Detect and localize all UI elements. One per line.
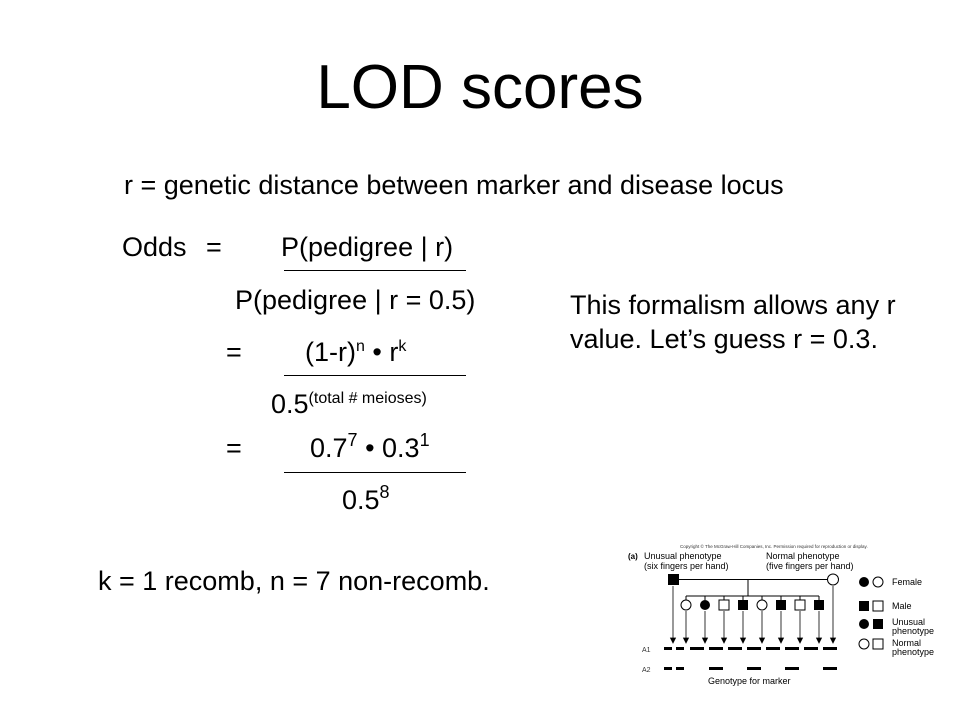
child-8 [814, 600, 824, 610]
counts-text: k = 1 recomb, n = 7 non-recomb. [98, 566, 490, 596]
band-row-a2 [664, 667, 837, 670]
pedigree-figure: Copyright © The McGraw-Hill Companies, I… [628, 540, 958, 715]
odds-numerator: P(pedigree | r) [281, 232, 454, 262]
marker-arrows [669, 586, 837, 644]
fraction-bar [284, 375, 466, 376]
slide-title: LOD scores [316, 53, 644, 122]
child-7 [794, 599, 806, 611]
child-4 [738, 600, 748, 610]
general-numerator: (1-r)n • rk [305, 337, 407, 367]
child-5 [756, 599, 768, 611]
legend-normal-label-1: Normal [892, 638, 921, 648]
legend-normal-square [872, 638, 884, 650]
affected-male-parent [668, 574, 679, 585]
child-2 [700, 600, 710, 610]
fraction-bar [284, 270, 466, 271]
allele-a2-label: A2 [642, 667, 651, 674]
panel-label: (a) [628, 552, 638, 561]
child-3 [718, 599, 730, 611]
equals-sign: = [226, 433, 242, 463]
legend-unusual-square [873, 619, 883, 629]
unusual-sub: (six fingers per hand) [644, 561, 729, 571]
genotype-caption: Genotype for marker [708, 676, 791, 686]
odds-denominator: P(pedigree | r = 0.5) [235, 285, 476, 315]
legend-normal-circle [858, 638, 870, 650]
child-1 [680, 599, 692, 611]
normal-sub: (five fingers per hand) [766, 561, 854, 571]
child-6 [776, 600, 786, 610]
allele-a1-label: A1 [642, 647, 651, 654]
legend-male-open [872, 600, 884, 612]
equals-sign: = [206, 232, 222, 262]
equals-sign: = [226, 337, 242, 367]
odds-label: Odds [122, 232, 187, 262]
legend-unusual-label-2: phenotype [892, 626, 934, 636]
normal-female-parent [827, 573, 839, 586]
legend-unusual-label-1: Unusual [892, 617, 925, 627]
legend-female-label: Female [892, 577, 922, 587]
fraction-bar [284, 472, 466, 473]
unusual-heading: Unusual phenotype [644, 551, 722, 561]
pedigree-svg: Copyright © The McGraw-Hill Companies, I… [628, 543, 934, 686]
legend-male-label: Male [892, 601, 912, 611]
numeric-denominator: 0.58 [342, 482, 390, 515]
legend-female-open [872, 576, 884, 588]
definition-text: r = genetic distance between marker and … [124, 170, 784, 200]
legend-female-filled [859, 577, 869, 587]
legend-unusual-circle [859, 619, 869, 629]
normal-heading: Normal phenotype [766, 551, 840, 561]
note-text: This formalism allows any r value. Let’s… [570, 290, 896, 354]
copyright-text: Copyright © The McGraw-Hill Companies, I… [680, 543, 868, 549]
legend-normal-label-2: phenotype [892, 647, 934, 657]
band-row-a1 [664, 647, 837, 650]
legend-male-filled [859, 601, 869, 611]
numeric-numerator: 0.77 • 0.31 [310, 430, 430, 463]
general-denominator: 0.5(total # meioses) [271, 389, 427, 419]
